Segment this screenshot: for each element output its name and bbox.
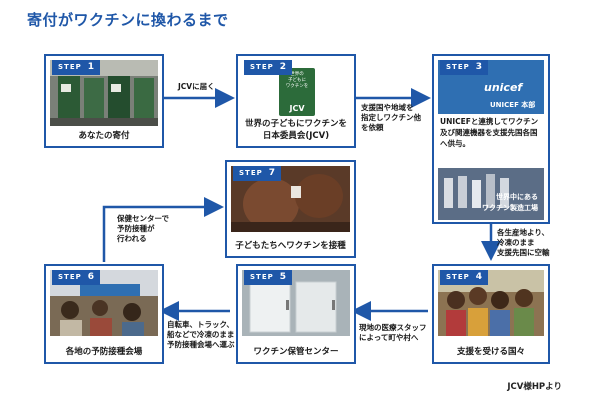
arrow-label-4-5: 現地の医療スタッフ によって町や村へ <box>359 323 427 342</box>
step-4-photo <box>438 270 544 336</box>
arrow-6-7 <box>102 197 224 262</box>
arrow-label-6-7: 保健センターで 予防接種が 行われる <box>117 214 170 243</box>
arrow-label-2-3: 支援国や地域を 指定しワクチン他 を依頼 <box>361 103 421 132</box>
step-6-caption: 各地の予防接種会場 <box>65 347 143 357</box>
step-1-caption: あなたの寄付 <box>78 131 130 141</box>
step-3-photo-bottom: 世界中にある ワクチン製造工場 <box>438 168 544 220</box>
step-2-logo: 世界の 子どもに ワクチンを JCV <box>242 60 350 122</box>
step-7-photo <box>231 166 350 232</box>
page-title: 寄付がワクチンに換わるまで <box>27 11 229 29</box>
arrow-label-1-2: JCVに届く <box>178 82 215 91</box>
step-2-caption: 世界の子どもにワクチンを 日本委員会(JCV) <box>244 119 347 141</box>
arrow-label-5-6: 自転車、トラック、 船などで冷凍のまま 予防接種会場へ運ぶ <box>167 320 235 349</box>
source-note: JCV様HPより <box>507 382 562 392</box>
step-5-photo <box>242 270 350 336</box>
step-3-caption: UNICEFと連携してワクチン 及び関連機器を支援先国各国 へ供与。 <box>440 117 539 148</box>
step-7-caption: 子どもたちへワクチンを接種 <box>235 241 346 251</box>
step-5-caption: ワクチン保管センター <box>253 347 339 357</box>
step-4-caption: 支援を受ける国々 <box>456 347 525 357</box>
arrow-label-3-4: 各生産地より、 冷凍のまま 支援先国に空輸 <box>497 228 550 257</box>
